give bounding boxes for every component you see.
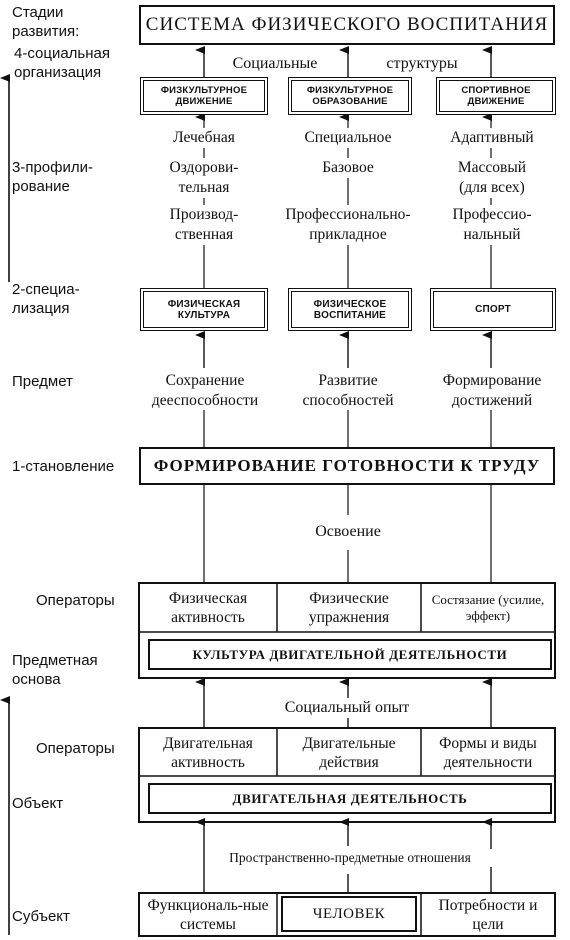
operator-motor-actions: Двигательные действия [302,734,396,771]
profile-left-2: Оздорови-тельная [150,158,258,198]
subject-preservation: Сохранение дееспособности [151,372,259,409]
work-readiness-box: ФОРМИРОВАНИЕ ГОТОВНОСТИ К ТРУДУ [139,447,555,485]
operator-physical-exercises: Физические упражнения [308,590,390,626]
movement-box-physical-culture: ФИЗКУЛЬТУРНОЕ ДВИЖЕНИЕ [140,77,268,115]
object-label: Объект [12,795,64,812]
physical-education-system-box: СИСТЕМА ФИЗИЧЕСКОГО ВОСПИТАНИЯ [139,5,555,45]
operators-label-lower: Операторы [36,740,115,757]
subject-person-label: Субъект [12,908,70,925]
person-box: ЧЕЛОВЕК [281,896,417,932]
profile-left-1: Лечебная [148,128,260,148]
stage-subject-label: Предмет [12,373,73,390]
motor-activity-culture-box: КУЛЬТУРА ДВИГАТЕЛЬНОЙ ДЕЯТЕЛЬНОСТИ [148,639,552,670]
operator-forms-of-activity: Формы и виды деятельности [439,734,537,771]
operator-physical-activity: Физическая активность [168,590,248,626]
profile-right-1: Адаптивный [440,128,544,148]
functional-systems-cell: Функциональ-ные системы [147,897,269,933]
subject-achievement: Формирование достижений [442,372,542,409]
social-experience-label: Социальный опыт [270,698,424,718]
mastering-label: Освоение [315,523,381,540]
subject-basis-label: Предметная основа [12,652,98,688]
spatial-relations-label: Пространственно-предметные отношения [205,849,495,867]
movement-box-sport: СПОРТИВНОЕ ДВИЖЕНИЕ [436,77,556,115]
profile-right-2: Массовый (для всех) [446,158,538,198]
specialization-physical-education: ФИЗИЧЕСКОЕ ВОСПИТАНИЕ [288,288,412,331]
operator-competition: Состязание (усилие, эффект) [431,592,545,623]
stage-social-organization: 4-социальная организация [14,45,110,81]
subject-development: Развитие способностей [302,372,394,409]
social-structures-label-1: Социальные [232,55,318,72]
stage-profiling: 3-профили-рование [12,159,93,195]
profile-right-3: Профессио-нальный [440,205,544,245]
movement-box-education: ФИЗКУЛЬТУРНОЕ ОБРАЗОВАНИЕ [288,77,412,115]
profile-center-3: Профессионально-прикладное [278,205,418,245]
profile-left-3: Производ-ственная [150,205,258,245]
profile-center-1: Специальное [288,128,408,148]
specialization-sport: СПОРТ [430,288,556,331]
operator-motor-activity: Двигательная активность [163,734,253,771]
stages-header: Стадии развития: [12,4,80,40]
motor-activity-box: ДВИГАТЕЛЬНАЯ ДЕЯТЕЛЬНОСТЬ [148,783,552,814]
needs-and-goals-cell: Потребности и цели [438,897,538,933]
stage-specialization: 2-специа-лизация [12,281,80,317]
social-structures-label-2: структуры [386,55,458,72]
profile-center-2: Базовое [310,158,386,178]
specialization-physical-culture: ФИЗИЧЕСКАЯ КУЛЬТУРА [140,288,268,331]
operators-label-upper: Операторы [36,592,115,609]
stage-formation: 1-становление [12,458,115,475]
